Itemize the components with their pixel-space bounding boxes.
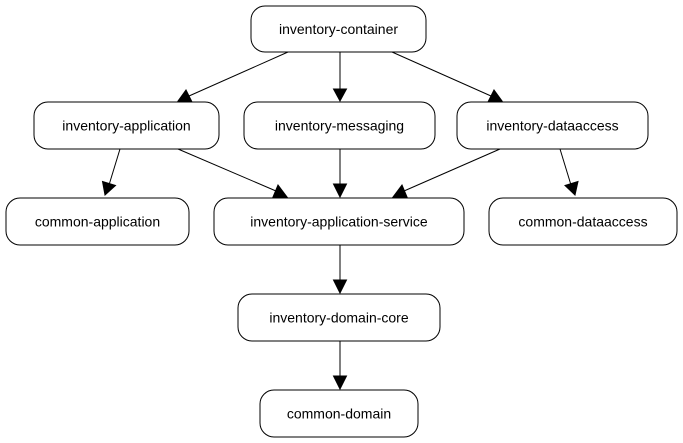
node-inventory-container: inventory-container [250, 5, 427, 53]
edges-layer [101, 51, 579, 391]
node-common-dataaccess: common-dataaccess [488, 197, 678, 246]
node-label: inventory-domain-core [269, 310, 408, 326]
node-inventory-messaging: inventory-messaging [243, 101, 436, 150]
node-common-domain: common-domain [259, 389, 419, 438]
node-label: inventory-application [62, 118, 190, 134]
node-label: inventory-dataaccess [486, 118, 618, 134]
edge-inventory-container-to-inventory-messaging [332, 52, 348, 103]
edge-inventory-dataaccess-to-common-dataaccess [559, 148, 579, 196]
node-label: inventory-application-service [250, 214, 428, 230]
node-label: common-dataaccess [518, 214, 647, 230]
edge-inventory-messaging-to-inventory-application-service [332, 149, 348, 199]
edge-inventory-application-service-to-inventory-domain-core [332, 245, 348, 295]
edge-inventory-container-to-inventory-dataaccess [391, 51, 503, 103]
nodes-layer: inventory-container inventory-applicatio… [5, 5, 678, 438]
edge-inventory-container-to-inventory-application [177, 51, 289, 103]
node-label: common-application [35, 214, 160, 230]
edge-inventory-application-to-inventory-application-service [177, 148, 288, 198]
node-inventory-dataaccess: inventory-dataaccess [456, 101, 649, 150]
node-label: inventory-messaging [275, 118, 404, 134]
node-inventory-application: inventory-application [33, 101, 220, 150]
node-label: common-domain [287, 406, 391, 422]
node-inventory-domain-core: inventory-domain-core [237, 293, 441, 342]
edge-inventory-application-to-common-application [101, 148, 121, 196]
node-common-application: common-application [5, 197, 190, 246]
edge-inventory-dataaccess-to-inventory-application-service [392, 148, 501, 198]
edge-inventory-domain-core-to-common-domain [332, 341, 348, 391]
node-inventory-application-service: inventory-application-service [213, 197, 465, 246]
node-label: inventory-container [279, 21, 398, 37]
